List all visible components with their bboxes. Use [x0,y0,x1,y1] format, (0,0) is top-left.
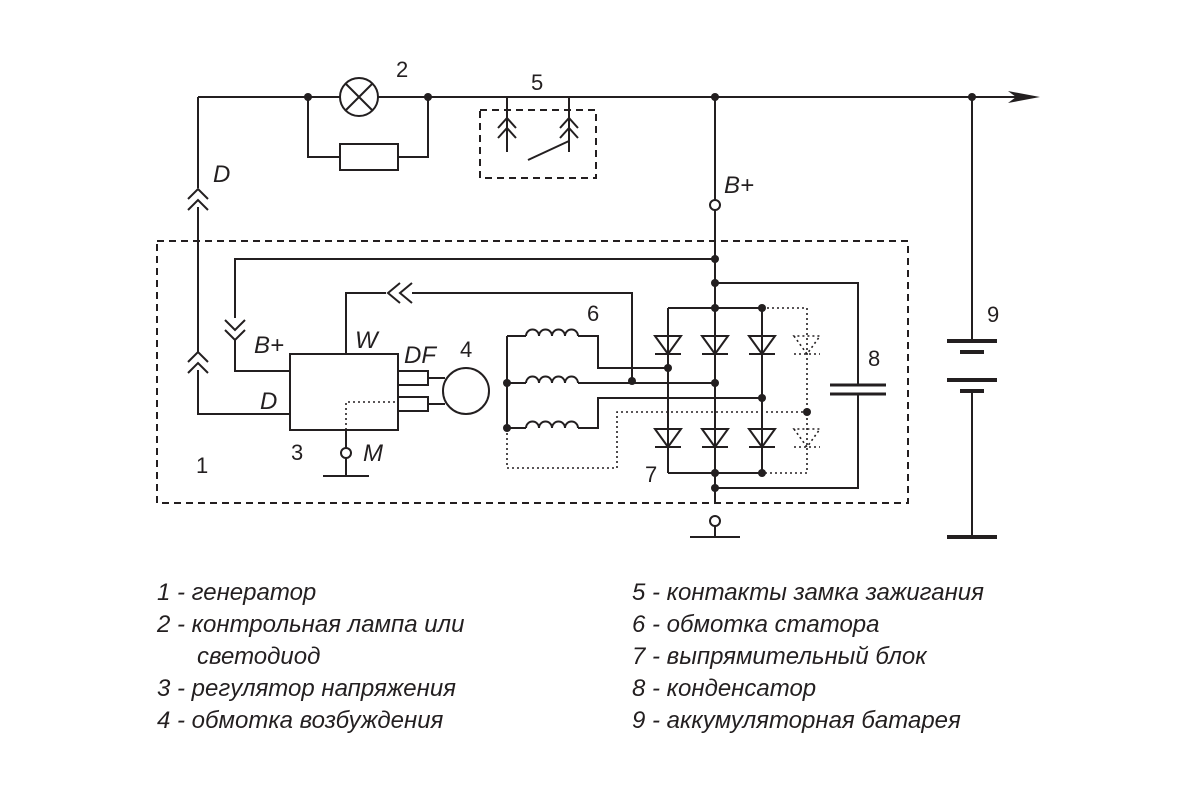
connector-d-icon [187,187,209,374]
terminal-w: W [355,327,380,354]
rectifier-block-icon [653,279,859,492]
legend-item: 5 - контакты замка зажигания [632,579,984,606]
legend-item: 3 - регулятор напряжения [157,675,457,702]
ignition-switch-icon [479,97,597,179]
terminal-b-plus-top: B+ [724,172,754,199]
terminal-d-top: D [213,161,230,188]
terminal-df: DF [404,342,437,369]
label-regulator: 3 [291,440,303,465]
legend-item: 9 - аккумуляторная батарея [632,707,961,734]
legend-item: 7 - выпрямительный блок [632,643,927,670]
output-arrow-icon [1008,91,1040,103]
terminal-b-plus-regulator: B+ [254,332,284,359]
stator-winding-icon [503,328,807,469]
label-lamp: 2 [396,57,408,82]
legend-item: 6 - обмотка статора [632,611,880,638]
legend-item: 1 - генератор [157,579,317,606]
generator-internal-wiring [224,255,719,385]
label-field-winding: 4 [460,337,472,362]
top-wiring [197,93,1035,537]
control-lamp-icon [339,77,379,117]
legend-right-column: 5 - контакты замка зажигания 6 - обмотка… [632,577,984,737]
label-stator-winding: 6 [587,301,599,326]
circuit-schematic: 1 2 3 4 5 6 7 8 9 D B+ B+ W DF D M [156,57,1040,539]
generator-boundary [156,240,909,504]
label-ignition-switch: 5 [531,70,543,95]
label-capacitor: 8 [868,346,880,371]
terminal-d-regulator: D [260,388,277,415]
capacitor-icon [830,383,886,396]
label-rectifier: 7 [645,462,657,487]
legend-item: 4 - обмотка возбуждения [157,707,444,734]
voltage-regulator-box [289,353,399,431]
ground-terminal-icon [709,515,721,527]
legend-item: 8 - конденсатор [632,675,817,702]
b-plus-terminal-icon [709,199,721,211]
resistor-icon [339,143,399,171]
battery-icon [947,339,997,539]
terminal-m: M [363,440,383,467]
label-battery: 9 [987,302,999,327]
m-terminal-icon [340,447,352,459]
label-generator: 1 [196,453,208,478]
field-winding-icon [442,367,490,415]
df-connectors [397,370,445,412]
